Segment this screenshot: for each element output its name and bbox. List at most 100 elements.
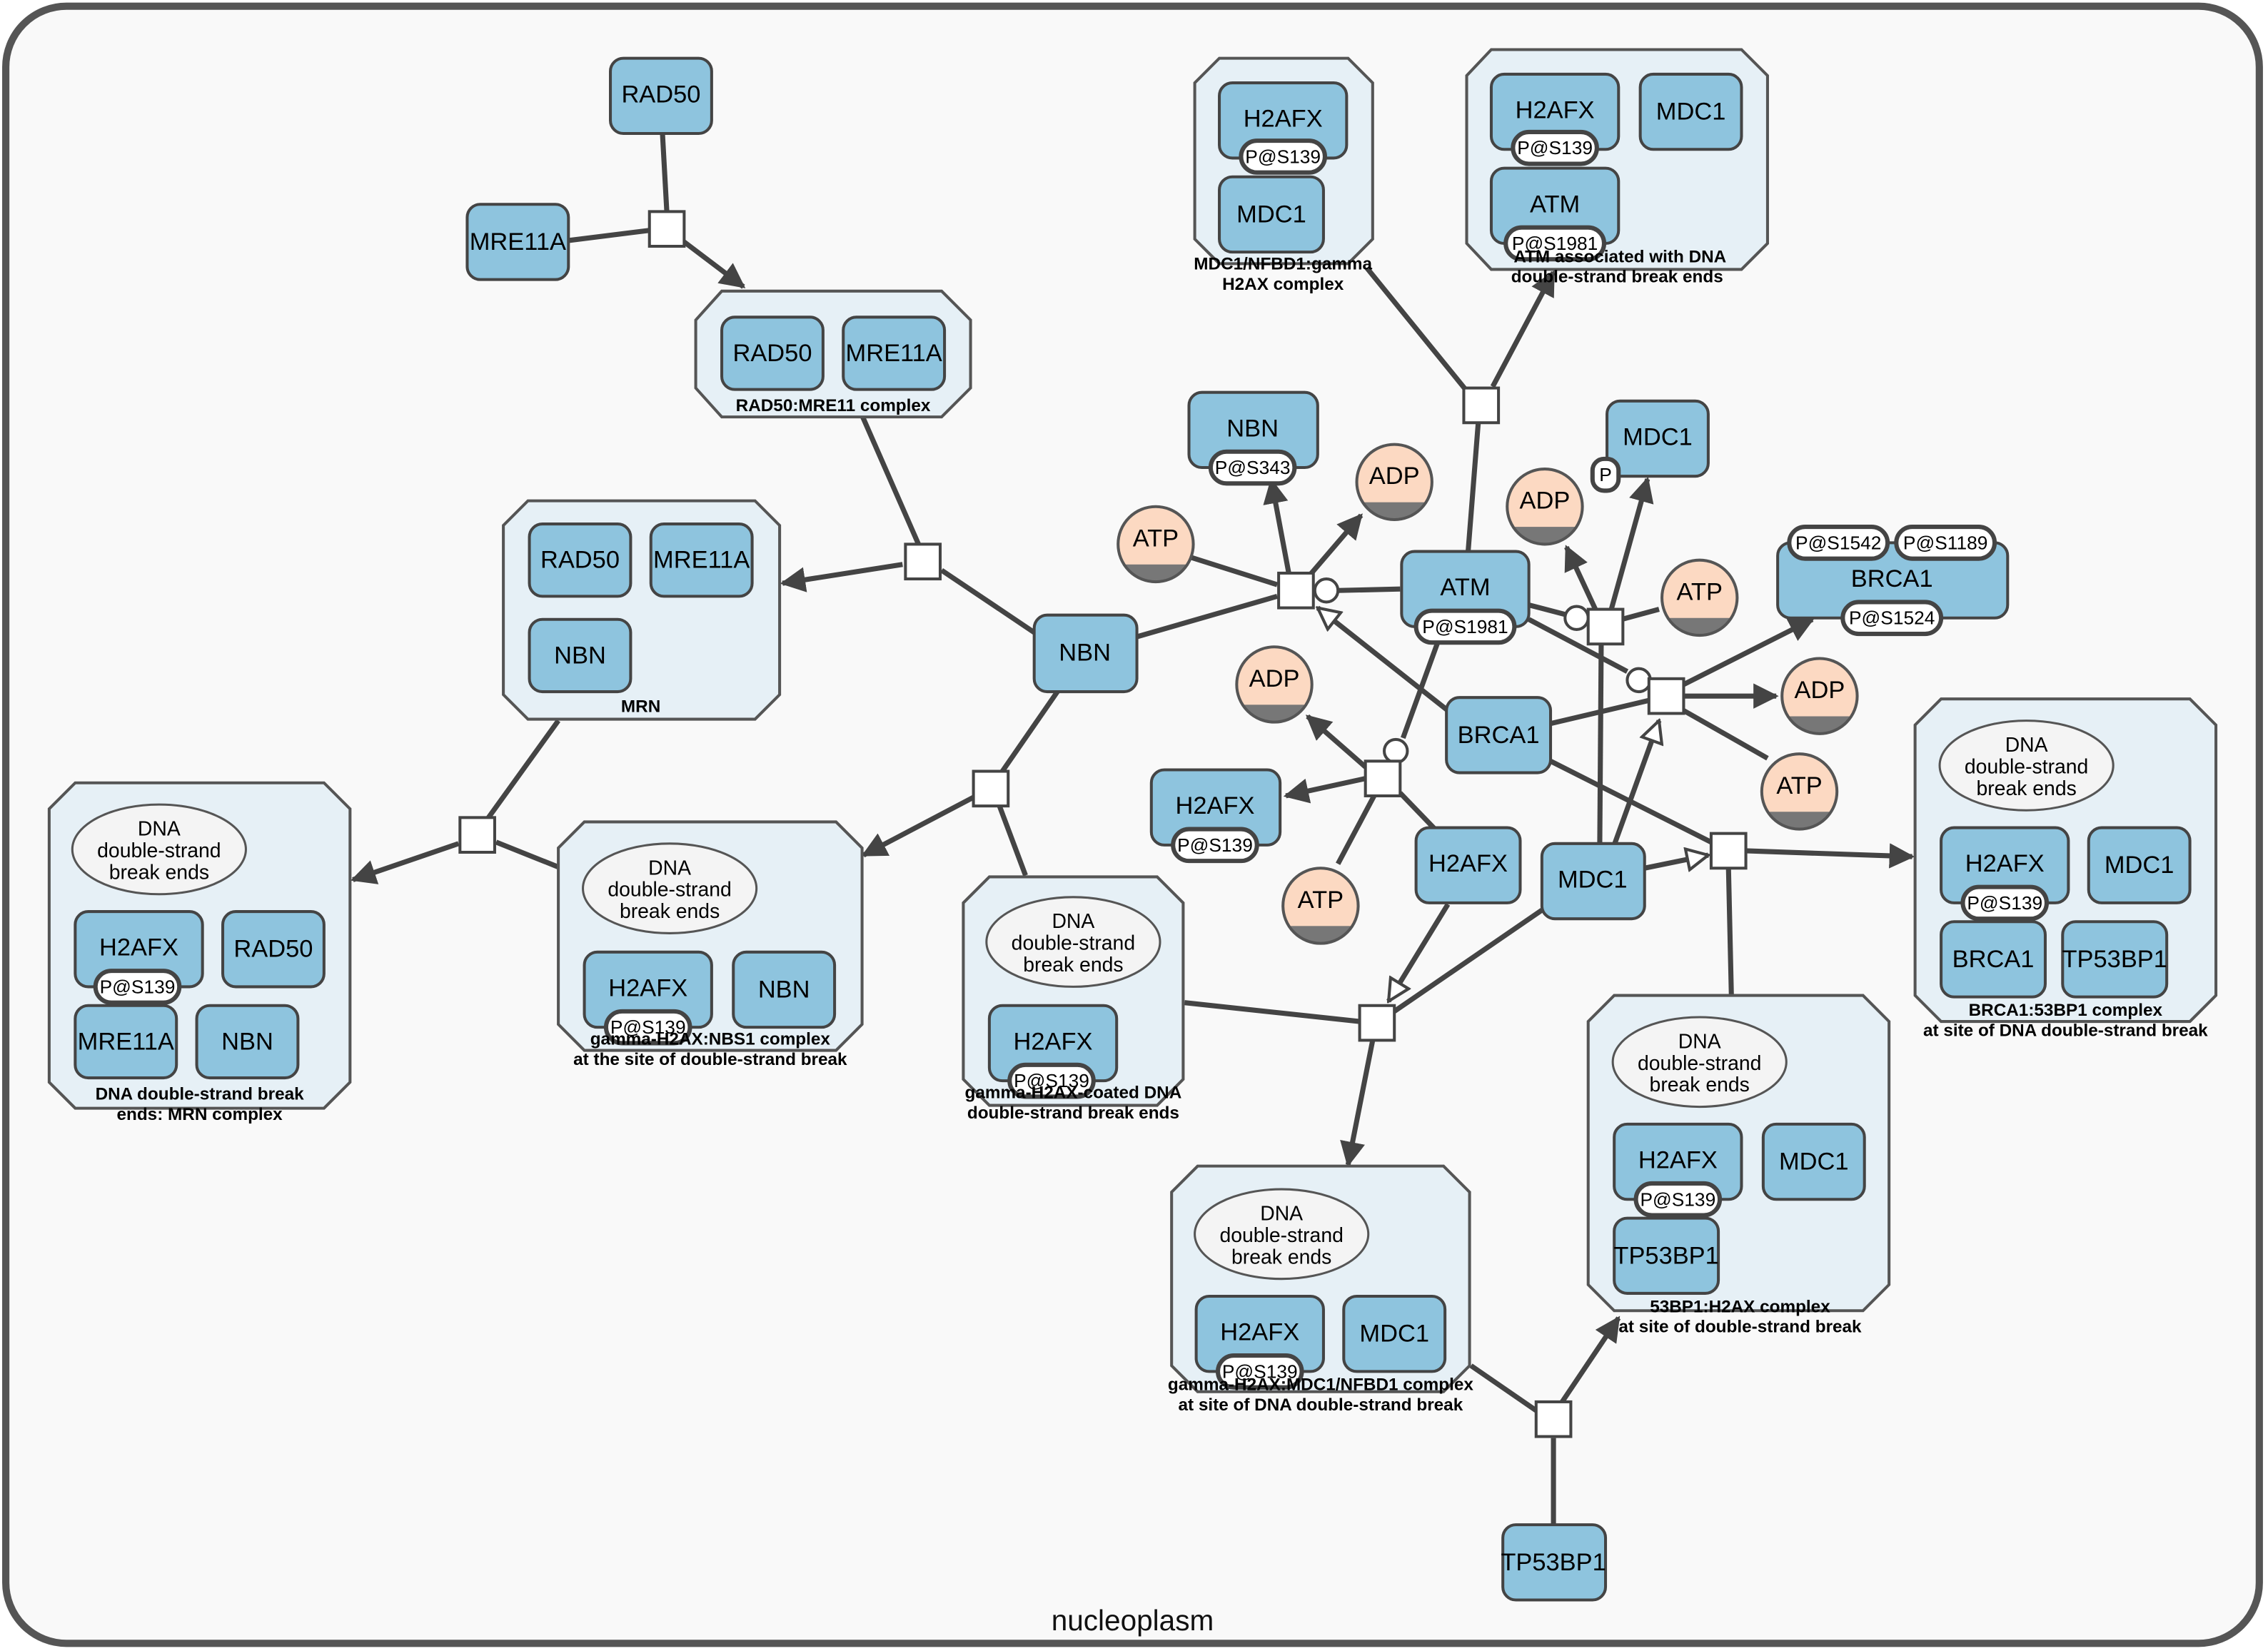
protein-nbn-phospho[interactable]: NBN P@S343 (1187, 390, 1319, 486)
edge-atm-catalysis-node5[interactable] (1338, 586, 1401, 593)
edge-mdc1-to-node10[interactable] (1393, 908, 1543, 1014)
complex-rad50-mre11[interactable]: RAD50 MRE11A RAD50:MRE11 complex (694, 289, 972, 419)
protein-mdc1[interactable] (1761, 1122, 1866, 1201)
edge-atm-catalysis-node9[interactable] (1401, 637, 1442, 739)
protein-h2afx[interactable]: H2AFX (1414, 826, 1522, 904)
edge-node6-to-atm-dsb[interactable] (1490, 270, 1556, 388)
protein-mdc1[interactable] (1342, 1294, 1447, 1373)
chemical-adp[interactable]: ADP (1355, 443, 1433, 522)
edge-rad50-to-node1[interactable] (660, 133, 670, 212)
reaction-node[interactable] (1586, 607, 1625, 646)
chemical-atp[interactable]: ATP (1760, 752, 1839, 832)
protein-mdc1[interactable] (1638, 72, 1743, 151)
protein-brca1[interactable]: BRCA1 (1445, 696, 1553, 774)
edge-node7-to-mdc1p[interactable] (1608, 476, 1654, 610)
reaction-node[interactable] (458, 816, 496, 854)
edge-atm-to-node8[interactable] (1527, 617, 1629, 674)
edge-mdc1-to-node8[interactable] (1611, 721, 1659, 847)
edge-node9-to-adp4[interactable] (1305, 714, 1368, 769)
complex-gh2ax-nbs1[interactable]: DNA double-strand break ends H2AFX P@S13… (557, 820, 864, 1069)
protein-mdc1[interactable]: MDC1 (1540, 842, 1646, 921)
protein-mre11a[interactable] (842, 315, 947, 391)
edge-atp2-to-node7[interactable] (1621, 607, 1660, 622)
edge-node5-to-nbnp[interactable] (1263, 478, 1291, 574)
protein-mdc1[interactable] (1218, 175, 1325, 254)
chemical-adp[interactable]: ADP (1235, 645, 1314, 724)
protein-tp53bp1[interactable] (1613, 1216, 1720, 1295)
dna-break-ends[interactable] (71, 803, 247, 896)
protein-mre11a[interactable] (649, 522, 754, 598)
reaction-node[interactable] (647, 210, 686, 248)
dna-break-ends[interactable] (1611, 1016, 1788, 1109)
protein-nbn[interactable]: NBN (1032, 613, 1139, 694)
edge-gh2ax-dsb-to-node4[interactable] (997, 804, 1028, 877)
complex-brca1-53bp1[interactable]: DNA double-strand break ends H2AFX P@S13… (1913, 697, 2218, 1040)
edge-node5-to-adp1[interactable] (1306, 513, 1364, 578)
protein-brca1-phospho[interactable]: BRCA1 P@S1542 P@S1189 P@S1524 (1776, 525, 2010, 637)
protein-atm-phospho[interactable]: ATM P@S1981 (1400, 550, 1531, 645)
edge-gh2ax-dsb-to-node10[interactable] (1184, 1000, 1360, 1024)
protein-rad50[interactable] (528, 522, 632, 598)
complex-53bp1-h2ax[interactable]: DNA double-strand break ends H2AFX P@S13… (1586, 994, 1891, 1337)
complex-mrn[interactable]: RAD50 MRE11A NBN MRN (502, 499, 782, 721)
edge-atp3-to-node8[interactable] (1682, 708, 1769, 761)
edge-mre11a-to-node1[interactable] (568, 228, 650, 243)
chemical-adp[interactable]: ADP (1506, 468, 1584, 547)
protein-mre11a[interactable]: MRE11A (465, 203, 570, 281)
reaction-node[interactable] (904, 542, 942, 581)
edge-node3-to-dsb-mrn[interactable] (351, 841, 460, 884)
edge-brca1-to-node8[interactable] (1550, 697, 1650, 727)
complex-gh2ax-dsb[interactable]: DNA double-strand break ends H2AFX P@S13… (962, 875, 1185, 1123)
reaction-node[interactable] (1647, 677, 1685, 715)
reaction-node[interactable] (1534, 1400, 1573, 1438)
edge-gh2ax-mdc1-dsb-to-node11[interactable] (1469, 1363, 1538, 1413)
protein-nbn[interactable] (528, 617, 632, 694)
edge-rad50-mre11-to-node2[interactable] (860, 414, 921, 545)
edge-mdc1-to-node12[interactable] (1644, 855, 1708, 868)
dna-break-ends[interactable] (582, 842, 758, 934)
chemical-atp[interactable]: ATP (1660, 558, 1739, 638)
reaction-node[interactable] (1364, 759, 1402, 797)
protein-brca1[interactable] (1940, 920, 2047, 999)
edge-brca1-to-node12[interactable] (1549, 759, 1713, 844)
protein-mre11a[interactable] (74, 1004, 178, 1080)
edge-mdc1-to-node7[interactable] (1597, 644, 1604, 845)
complex-atm-dsb[interactable]: H2AFX P@S139 MDC1 ATM P@S1981 ATM associ… (1465, 48, 1769, 287)
dna-break-ends[interactable] (1194, 1188, 1370, 1281)
edge-node1-to-rad50-mre11[interactable] (682, 240, 746, 289)
edge-node11-to-53bp1-h2ax[interactable] (1560, 1316, 1621, 1403)
complex-gh2ax-mdc1-dsb[interactable]: DNA double-strand break ends H2AFX P@S13… (1168, 1164, 1473, 1415)
dna-break-ends[interactable] (1938, 720, 2115, 812)
reaction-node[interactable] (1709, 832, 1748, 870)
edge-mrn-to-node3[interactable] (485, 719, 560, 821)
reaction-node[interactable] (1358, 1004, 1396, 1042)
edge-node10-to-gh2ax-mdc1-dsb[interactable] (1340, 1039, 1376, 1168)
chemical-adp[interactable]: ADP (1780, 657, 1859, 736)
edge-node9-to-h2afxp[interactable] (1283, 776, 1366, 804)
protein-rad50[interactable] (221, 910, 326, 989)
edge-nbn-to-node4[interactable] (1000, 690, 1060, 773)
protein-nbn[interactable] (195, 1004, 300, 1080)
edge-atp1-to-node5[interactable] (1189, 555, 1279, 587)
protein-mdc1[interactable] (2087, 826, 2192, 904)
edge-nbn-to-node5[interactable] (1136, 593, 1279, 640)
complex-dsb-mrn[interactable]: DNA double-strand break ends H2AFX P@S13… (47, 781, 352, 1124)
chemical-atp[interactable]: ATP (1281, 867, 1360, 946)
edge-nbn-to-node2[interactable] (940, 567, 1036, 635)
edge-h2afx-to-node9[interactable] (1398, 791, 1440, 834)
reaction-node[interactable] (1277, 571, 1315, 610)
edge-node12-to-brca1-53bp1[interactable] (1745, 843, 1915, 869)
edge-atp4-to-node9[interactable] (1336, 794, 1376, 865)
edge-h2afx-to-node10[interactable] (1386, 903, 1451, 1001)
edge-node8-to-brca1p[interactable] (1682, 617, 1815, 687)
protein-nbn[interactable] (732, 950, 837, 1029)
protein-rad50[interactable]: RAD50 (609, 56, 713, 136)
edge-node4-to-gh2ax-nbs1[interactable] (861, 794, 975, 858)
edge-53bp1-h2ax-to-node12[interactable] (1725, 868, 1734, 996)
edge-node2-to-mrn[interactable] (780, 562, 903, 592)
dna-break-ends[interactable] (985, 896, 1161, 988)
reaction-node[interactable] (1462, 386, 1501, 425)
edge-node7-to-adp2[interactable] (1564, 545, 1598, 611)
reaction-node[interactable] (972, 769, 1010, 808)
protein-rad50[interactable] (720, 315, 825, 391)
